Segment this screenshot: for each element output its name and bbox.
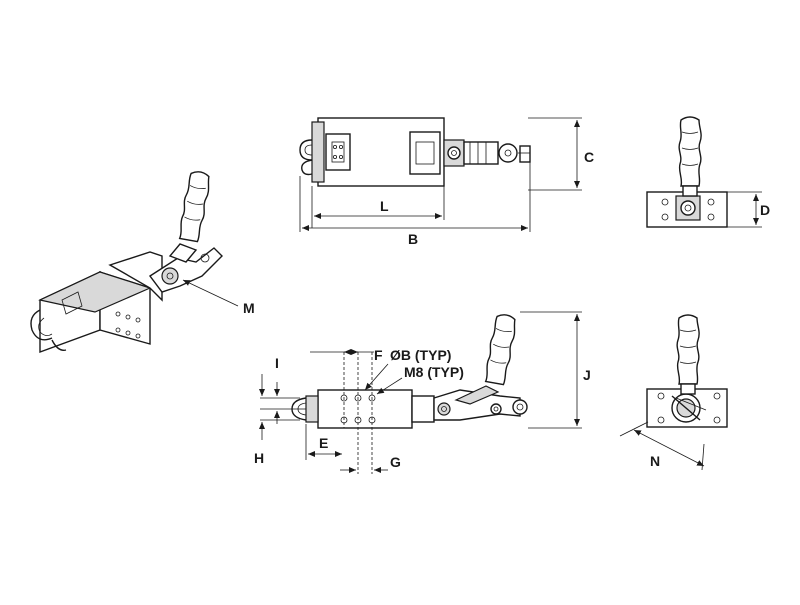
- thread-callout: M8 (TYP): [404, 364, 464, 380]
- dim-label-b: B: [408, 231, 418, 247]
- dim-label-n: N: [650, 453, 660, 469]
- dim-label-d: D: [760, 202, 770, 218]
- dim-label-c: C: [584, 149, 594, 165]
- end-view: D: [646, 116, 770, 228]
- dim-label-i: I: [275, 355, 279, 371]
- dim-label-f: F: [374, 347, 383, 363]
- dim-label-h: H: [254, 450, 264, 466]
- hole-callout: ØB (TYP): [390, 347, 451, 363]
- isometric-view: M: [30, 169, 255, 354]
- dim-label-e: E: [319, 435, 328, 451]
- end-view-rotated: N: [619, 314, 728, 471]
- front-view: F ØB (TYP) M8 (TYP) I H E G J: [254, 311, 591, 474]
- dim-label-l: L: [380, 198, 389, 214]
- dim-label-g: G: [390, 454, 401, 470]
- dim-label-m: M: [243, 300, 255, 316]
- dim-label-j: J: [583, 367, 591, 383]
- top-view: C L B: [299, 117, 594, 247]
